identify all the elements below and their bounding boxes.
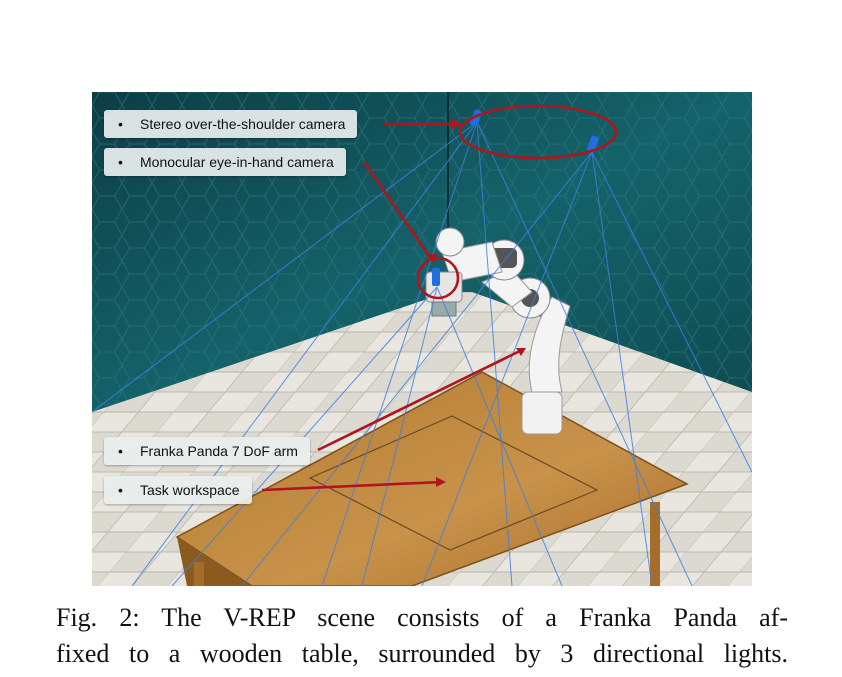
annotation-arrowheads (427, 119, 526, 487)
label-bullet: • (118, 482, 123, 498)
label-bullet: • (118, 154, 123, 170)
label-bullet: • (118, 116, 123, 132)
scene-render (92, 92, 752, 586)
label-arm: • Franka Panda 7 DoF arm (104, 437, 310, 465)
annotation-marks (261, 104, 618, 492)
label-eye-in-hand-camera: • Monocular eye-in-hand camera (104, 148, 346, 176)
figure-caption: Fig. 2: The V-REP scene consists of a Fr… (56, 600, 788, 672)
caption-line-1: Fig. 2: The V-REP scene consists of a Fr… (56, 603, 788, 632)
eye-in-hand-camera-icon (432, 268, 440, 286)
light-rays (92, 121, 752, 586)
table-leg (194, 562, 204, 586)
label-workspace-text: Task workspace (140, 482, 240, 498)
robot-arm (425, 227, 571, 435)
label-stereo-camera: • Stereo over-the-shoulder camera (104, 110, 358, 138)
label-workspace: • Task workspace (104, 476, 252, 504)
label-bullet: • (118, 443, 123, 459)
workspace-outline (308, 415, 599, 551)
caption-line-2: fixed to a wooden table, surrounded by 3… (56, 639, 788, 668)
label-arm-text: Franka Panda 7 DoF arm (140, 443, 298, 459)
scene-figure: • Stereo over-the-shoulder camera • Monocu… (92, 92, 752, 586)
label-stereo-camera-text: Stereo over-the-shoulder camera (140, 116, 346, 132)
table-leg (650, 502, 660, 586)
label-eye-in-hand-camera-text: Monocular eye-in-hand camera (140, 154, 334, 170)
